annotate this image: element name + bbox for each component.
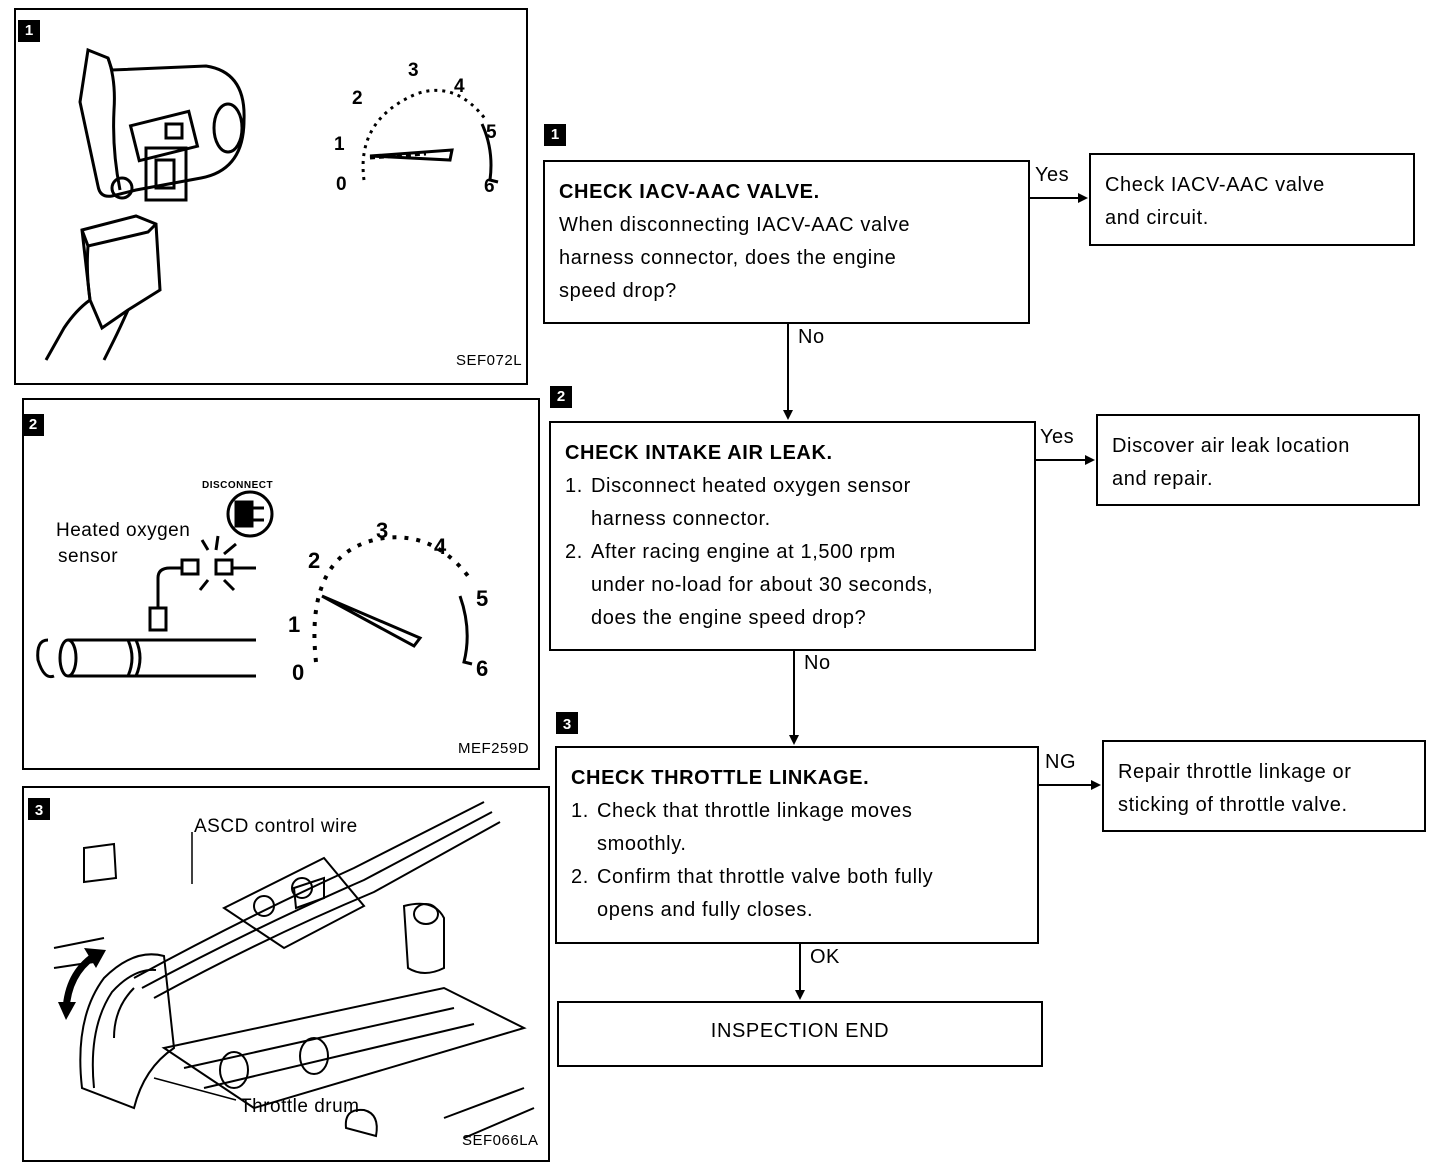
step-3-item-2-line2: opens and fully closes.: [597, 899, 814, 921]
step-3-ok-label: OK: [810, 946, 840, 968]
step-2-no-label: No: [804, 652, 831, 674]
ascd-control-wire-label: ASCD control wire: [194, 816, 358, 837]
step-2-title: CHECK INTAKE AIR LEAK.: [565, 442, 833, 464]
step-3-item-1-line2: smoothly.: [597, 833, 687, 855]
tach1-label-5: 5: [486, 122, 497, 143]
step-2-yes-label: Yes: [1040, 426, 1075, 448]
step-1-text-line3: speed drop?: [559, 280, 677, 302]
step-3-item-1-number: 1.: [571, 800, 589, 822]
step-3-ng-box: Repair throttle linkage or sticking of t…: [1102, 740, 1426, 832]
tachometer-2: 0 1 2 3 4 5 6: [288, 518, 488, 685]
tach2-label-1: 1: [288, 612, 300, 637]
tach1-label-4: 4: [454, 76, 465, 97]
throttle-drum-label: Throttle drum: [240, 1096, 360, 1117]
panel-2-code: MEF259D: [458, 740, 530, 757]
step-1-yes-line2: and circuit.: [1105, 207, 1209, 229]
step-3-item-2-number: 2.: [571, 866, 589, 888]
sensor-label-line1: Heated oxygen: [56, 520, 191, 541]
illustration-panel-2: 2 Heated oxygen sensor DISCONNECT: [22, 398, 540, 770]
step-3-ng-line2: sticking of throttle valve.: [1118, 794, 1348, 816]
iacv-valve-illustration: [44, 47, 246, 361]
step-2-item-2-line3: does the engine speed drop?: [591, 607, 867, 629]
panel-1-number: 1: [18, 20, 40, 42]
step-2-item-2-line1: After racing engine at 1,500 rpm: [591, 541, 896, 563]
step-2-item-2-line2: under no-load for about 30 seconds,: [591, 574, 934, 596]
step-2-item-2: 2. After racing engine at 1,500 rpm unde…: [565, 536, 1020, 635]
step-1-text-line1: When disconnecting IACV-AAC valve: [559, 214, 911, 236]
tach1-label-2: 2: [352, 88, 363, 109]
disconnect-label: DISCONNECT: [202, 480, 274, 491]
tach2-label-3: 3: [376, 518, 388, 543]
step-3-ng-label: NG: [1045, 751, 1076, 773]
panel-3-code: SEF066LA: [462, 1132, 539, 1149]
tachometer-1: 0 1 2 3 4 5 6: [334, 60, 499, 197]
step-3-box: CHECK THROTTLE LINKAGE. 1. Check that th…: [555, 746, 1039, 944]
step-2-item-1-line2: harness connector.: [591, 508, 771, 530]
step-3-title: CHECK THROTTLE LINKAGE.: [571, 767, 870, 789]
step-3-item-1-line1: Check that throttle linkage moves: [597, 800, 913, 822]
step-3-item-2-line1: Confirm that throttle valve both fully: [597, 866, 934, 888]
step-2-item-1-number: 1.: [565, 475, 583, 497]
step-1-box: CHECK IACV-AAC VALVE. When disconnecting…: [543, 160, 1030, 324]
oxygen-sensor-illustration: [36, 490, 274, 679]
step-2-yes-line1: Discover air leak location: [1112, 435, 1350, 457]
throttle-linkage-illustration: [53, 801, 535, 1139]
panel-3-number: 3: [28, 798, 50, 820]
step-3-item-1: 1. Check that throttle linkage moves smo…: [571, 795, 1023, 861]
illustration-panel-3: 3: [22, 786, 550, 1162]
step-2-item-2-number: 2.: [565, 541, 583, 563]
illustration-panel-1: 1 0 1: [14, 8, 528, 385]
step-1-no-label: No: [798, 326, 825, 348]
inspection-end-label: INSPECTION END: [710, 1020, 890, 1042]
step-1-yes-line1: Check IACV-AAC valve: [1105, 174, 1325, 196]
tach1-label-0: 0: [336, 174, 347, 195]
tach2-label-5: 5: [476, 586, 488, 611]
inspection-end-box: INSPECTION END: [557, 1001, 1043, 1067]
panel-1-code: SEF072L: [456, 352, 523, 369]
panel-2-number: 2: [22, 414, 44, 436]
step-2-item-1: 1. Disconnect heated oxygen sensor harne…: [565, 470, 1020, 536]
step-2-yes-box: Discover air leak location and repair.: [1096, 414, 1420, 506]
tach2-label-4: 4: [434, 534, 447, 559]
sensor-label-line2: sensor: [58, 546, 119, 567]
tach2-label-2: 2: [308, 548, 320, 573]
step-3-number: 3: [556, 712, 578, 734]
step-1-yes-label: Yes: [1035, 164, 1070, 186]
step-1-title: CHECK IACV-AAC VALVE.: [559, 181, 820, 203]
step-2-item-1-line1: Disconnect heated oxygen sensor: [591, 475, 911, 497]
step-2-number: 2: [550, 386, 572, 408]
step-1-yes-box: Check IACV-AAC valve and circuit.: [1089, 153, 1415, 246]
step-2-yes-line2: and repair.: [1112, 468, 1214, 490]
tach1-label-1: 1: [334, 134, 345, 155]
tach1-label-6: 6: [484, 176, 495, 197]
step-2-box: CHECK INTAKE AIR LEAK. 1. Disconnect hea…: [549, 421, 1036, 651]
step-1-number: 1: [544, 124, 566, 146]
tach1-label-3: 3: [408, 60, 419, 81]
step-3-item-2: 2. Confirm that throttle valve both full…: [571, 861, 1023, 927]
step-3-ng-line1: Repair throttle linkage or: [1118, 761, 1352, 783]
tach2-label-0: 0: [292, 660, 304, 685]
tach2-label-6: 6: [476, 656, 488, 681]
step-1-text-line2: harness connector, does the engine: [559, 247, 897, 269]
